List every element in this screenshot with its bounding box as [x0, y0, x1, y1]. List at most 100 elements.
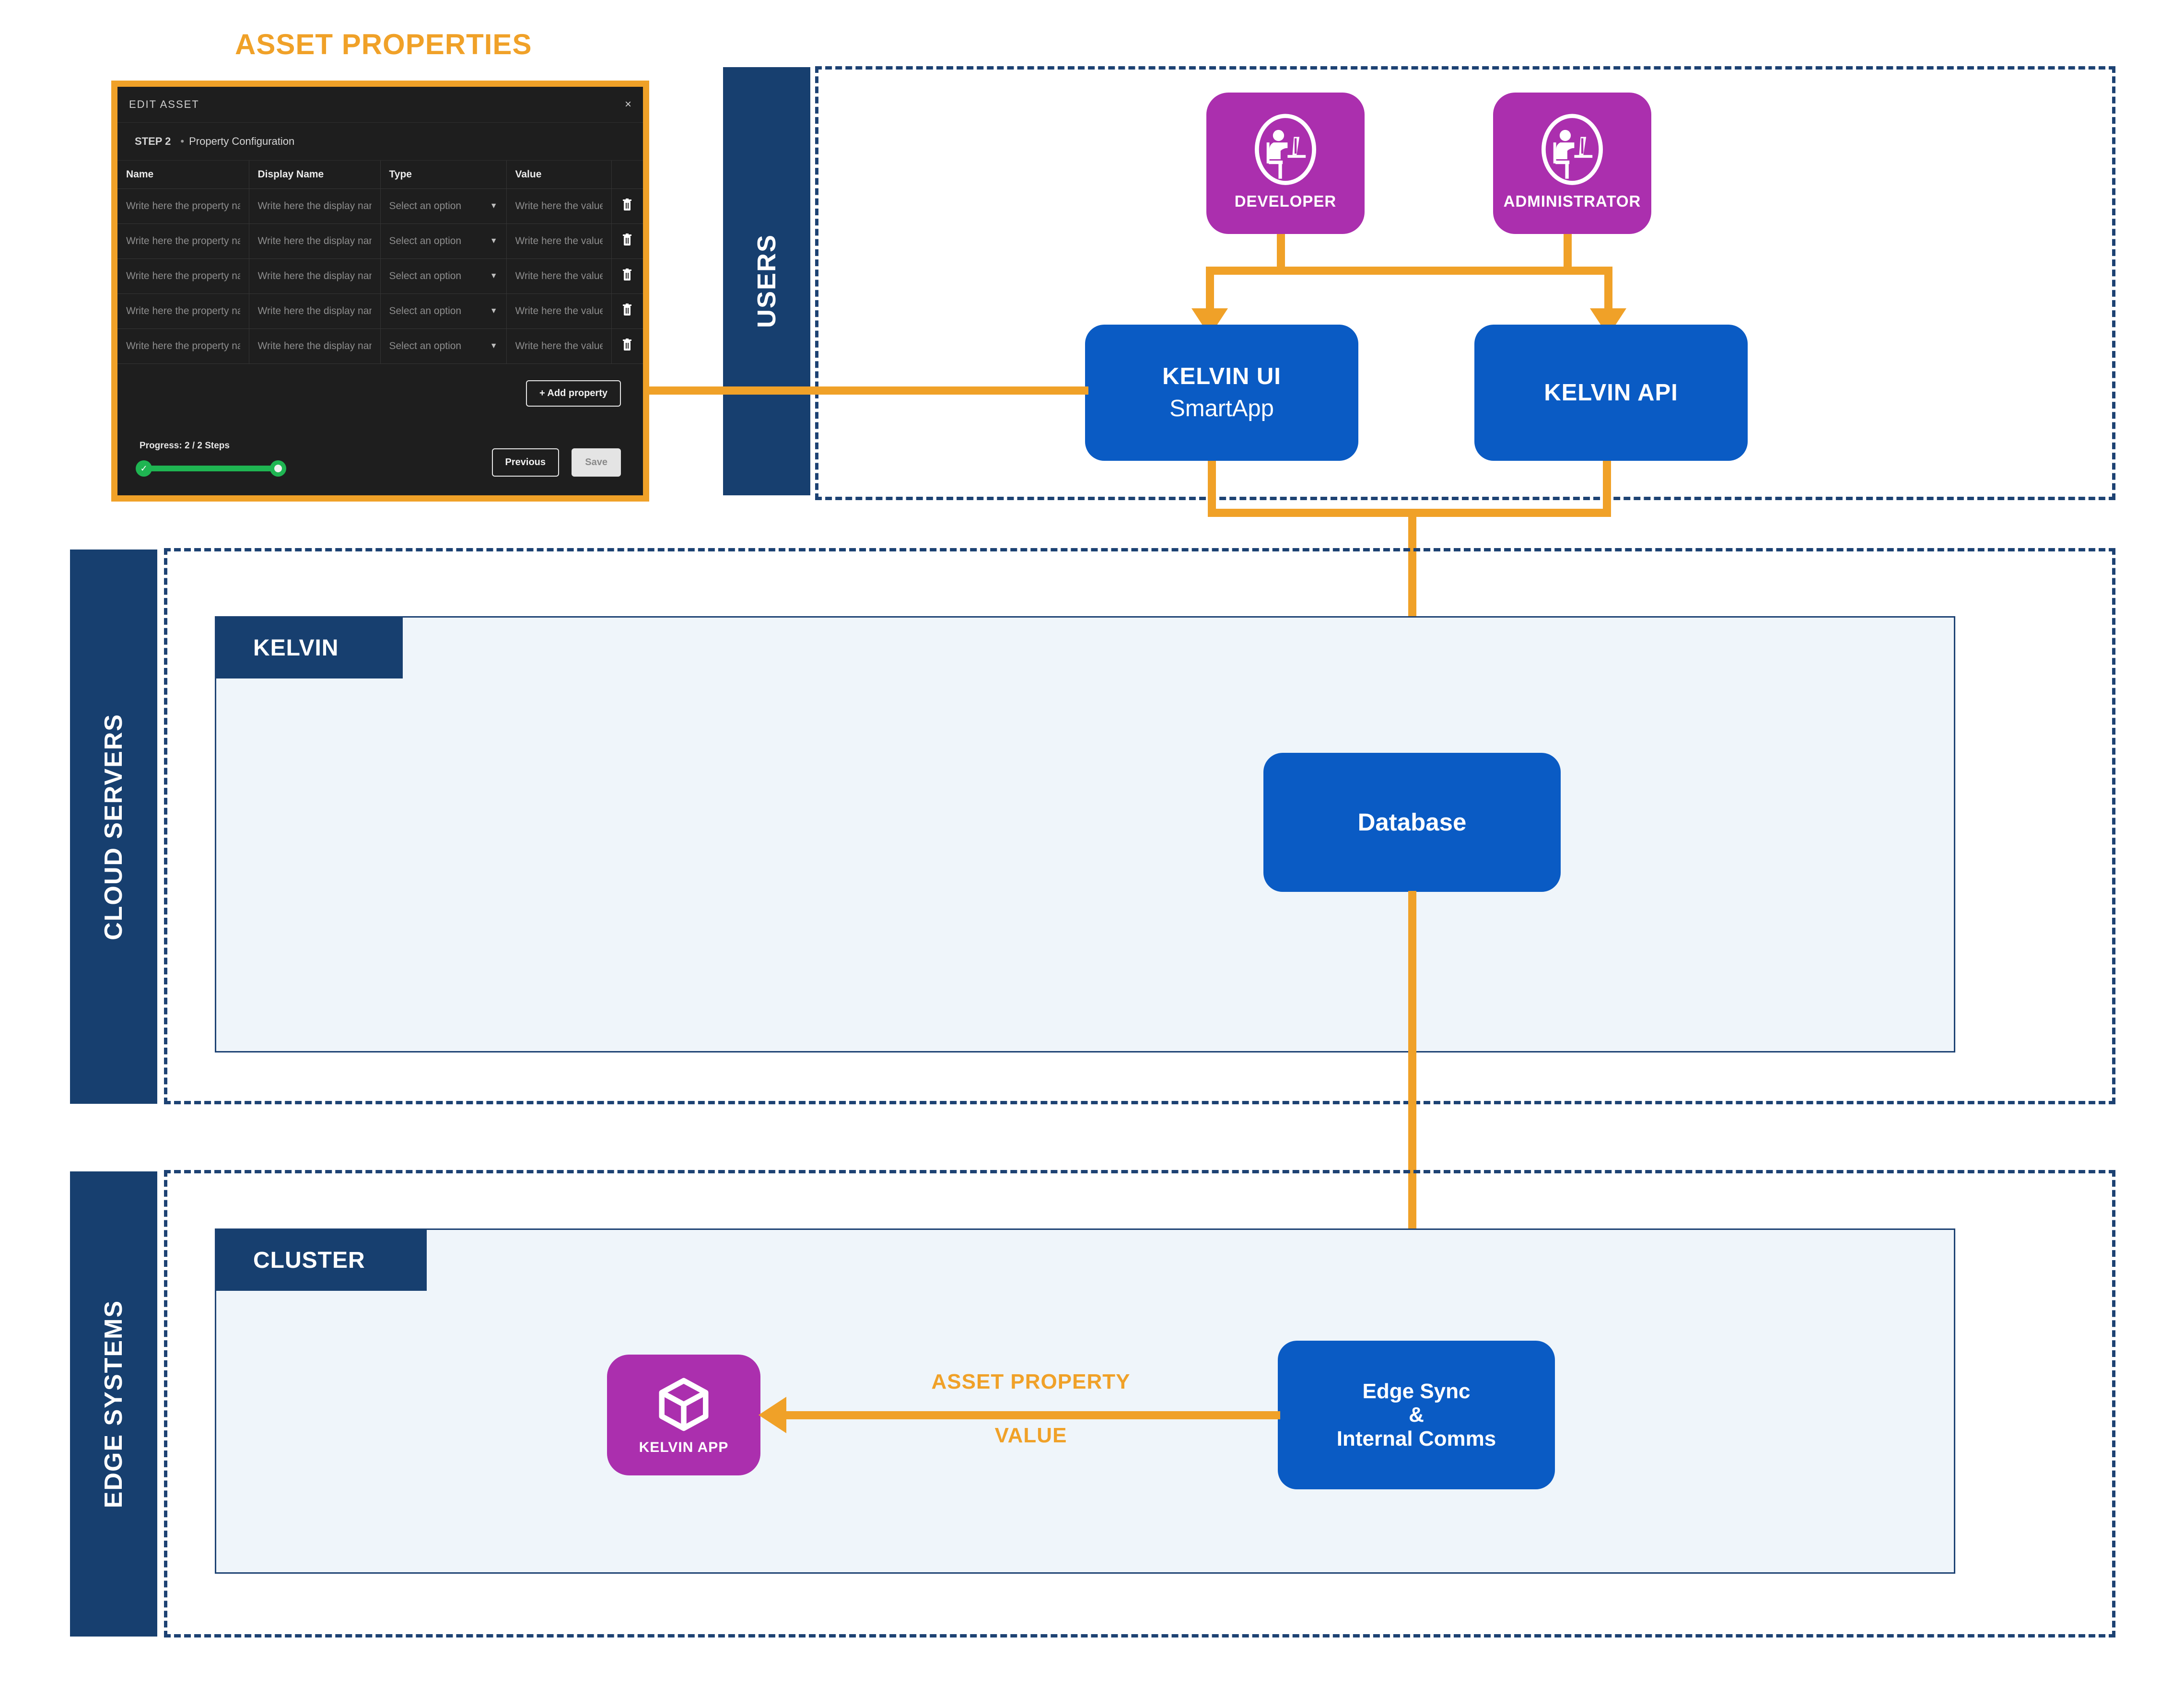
node-kelvin-ui-title: KELVIN UI — [1162, 363, 1281, 390]
col-value: Value — [506, 161, 612, 189]
node-administrator[interactable]: ADMINISTRATOR — [1493, 93, 1651, 234]
cell-type[interactable]: Select an option▼ — [380, 188, 507, 224]
modal-titlebar: EDIT ASSET × — [117, 87, 643, 123]
panel-tab-kelvin-label: KELVIN — [253, 635, 339, 661]
progress-label: Progress: 2 / 2 Steps — [140, 441, 230, 451]
connector-asset-property-value — [786, 1411, 1280, 1419]
arrow-to-kelvin-app — [759, 1397, 786, 1433]
connector-bus-to-kelvin-ui — [1206, 267, 1214, 313]
cell-actions[interactable] — [611, 258, 643, 294]
trash-icon[interactable] — [621, 233, 633, 249]
cell-name[interactable]: Write here the property name — [117, 328, 249, 364]
col-display-name: Display Name — [249, 161, 381, 189]
table-row: Write here the property nameWrite here t… — [117, 223, 643, 259]
add-property-button[interactable]: + Add property — [526, 380, 621, 407]
user-at-desk-icon — [1255, 114, 1316, 185]
node-database-label: Database — [1357, 808, 1467, 836]
connector-kelvin-api-down — [1603, 461, 1611, 517]
panel-tab-cluster: CLUSTER — [216, 1229, 427, 1291]
chevron-down-icon[interactable]: ▼ — [490, 272, 498, 280]
modal-body: + Add property — [117, 364, 643, 423]
cell-actions[interactable] — [611, 293, 643, 329]
cell-actions[interactable] — [611, 188, 643, 224]
modal-step-header: STEP 2 • Property Configuration — [117, 123, 643, 161]
chevron-down-icon[interactable]: ▼ — [490, 307, 498, 315]
cell-type[interactable]: Select an option▼ — [380, 328, 507, 364]
node-edge-sync[interactable]: Edge Sync & Internal Comms — [1278, 1341, 1555, 1489]
progress-step-1-dot: ✓ — [136, 460, 152, 477]
node-administrator-label: ADMINISTRATOR — [1503, 192, 1641, 210]
cell-name[interactable]: Write here the property name — [117, 188, 249, 224]
connector-modal-to-kelvin-ui — [647, 386, 1088, 395]
cell-display-name[interactable]: Write here the display name — [249, 328, 381, 364]
cell-name[interactable]: Write here the property name — [117, 223, 249, 259]
cell-type[interactable]: Select an option▼ — [380, 258, 507, 294]
table-header-row: Name Display Name Type Value — [117, 161, 643, 189]
connector-bus-to-kelvin-api — [1604, 267, 1612, 313]
close-icon[interactable]: × — [624, 98, 631, 111]
connector-users-bus — [1206, 267, 1612, 275]
property-table: Name Display Name Type Value Write here … — [117, 161, 643, 364]
cell-display-name[interactable]: Write here the display name — [249, 188, 381, 224]
cell-name[interactable]: Write here the property name — [117, 258, 249, 294]
cell-actions[interactable] — [611, 223, 643, 259]
asset-properties-title: ASSET PROPERTIES — [235, 28, 532, 60]
cell-display-name[interactable]: Write here the display name — [249, 293, 381, 329]
cell-value[interactable]: Write here the value — [506, 188, 612, 224]
chevron-down-icon[interactable]: ▼ — [490, 342, 498, 350]
node-edge-sync-line2: & — [1409, 1403, 1424, 1427]
connector-administrator-down — [1564, 234, 1572, 274]
chevron-down-icon[interactable]: ▼ — [490, 237, 498, 245]
cell-type[interactable]: Select an option▼ — [380, 293, 507, 329]
trash-icon[interactable] — [621, 268, 633, 284]
connector-developer-down — [1277, 234, 1285, 274]
cube-icon — [659, 1378, 709, 1431]
step-separator: • — [180, 135, 185, 147]
node-kelvin-app-label: KELVIN APP — [639, 1439, 729, 1456]
cell-value[interactable]: Write here the value — [506, 223, 612, 259]
trash-icon[interactable] — [621, 338, 633, 354]
sidebar-cloud-servers: CLOUD SERVERS — [70, 550, 157, 1104]
sidebar-cloud-servers-label: CLOUD SERVERS — [100, 713, 128, 940]
zone-edge-systems — [164, 1170, 2115, 1637]
cell-value[interactable]: Write here the value — [506, 258, 612, 294]
previous-button[interactable]: Previous — [491, 448, 559, 477]
panel-tab-kelvin: KELVIN — [216, 617, 403, 678]
node-kelvin-ui[interactable]: KELVIN UI SmartApp — [1085, 325, 1358, 461]
cell-name[interactable]: Write here the property name — [117, 293, 249, 329]
chevron-down-icon[interactable]: ▼ — [490, 202, 498, 210]
node-developer-label: DEVELOPER — [1234, 192, 1337, 210]
cell-value[interactable]: Write here the value — [506, 328, 612, 364]
zone-users — [815, 66, 2115, 500]
panel-kelvin — [215, 616, 1955, 1052]
cell-display-name[interactable]: Write here the display name — [249, 258, 381, 294]
table-row: Write here the property nameWrite here t… — [117, 328, 643, 364]
node-kelvin-api[interactable]: KELVIN API — [1474, 325, 1748, 461]
step-name: Property Configuration — [189, 135, 295, 147]
connector-database-to-edge-sync — [1408, 891, 1416, 1317]
node-kelvin-ui-subtitle: SmartApp — [1169, 396, 1274, 421]
node-kelvin-api-label: KELVIN API — [1544, 379, 1678, 406]
sidebar-edge-systems-label: EDGE SYSTEMS — [100, 1299, 128, 1509]
cell-display-name[interactable]: Write here the display name — [249, 223, 381, 259]
node-edge-sync-line3: Internal Comms — [1336, 1427, 1496, 1450]
node-database[interactable]: Database — [1263, 753, 1561, 892]
edge-label-asset-property-value: ASSET PROPERTY VALUE — [815, 1369, 1247, 1448]
node-kelvin-app[interactable]: KELVIN APP — [607, 1355, 760, 1475]
col-type: Type — [380, 161, 507, 189]
node-developer[interactable]: DEVELOPER — [1206, 93, 1365, 234]
user-at-desk-icon — [1542, 114, 1603, 185]
trash-icon[interactable] — [621, 198, 633, 214]
edit-asset-modal-frame: EDIT ASSET × STEP 2 • Property Configura… — [111, 81, 649, 502]
progress-bar: ✓ — [136, 460, 286, 477]
zone-cloud-servers — [164, 548, 2115, 1104]
sidebar-users-label: USERS — [752, 234, 781, 328]
table-row: Write here the property nameWrite here t… — [117, 293, 643, 329]
cell-type[interactable]: Select an option▼ — [380, 223, 507, 259]
trash-icon[interactable] — [621, 303, 633, 319]
cell-value[interactable]: Write here the value — [506, 293, 612, 329]
cell-actions[interactable] — [611, 328, 643, 364]
node-edge-sync-line1: Edge Sync — [1362, 1380, 1471, 1403]
save-button[interactable]: Save — [572, 448, 621, 477]
